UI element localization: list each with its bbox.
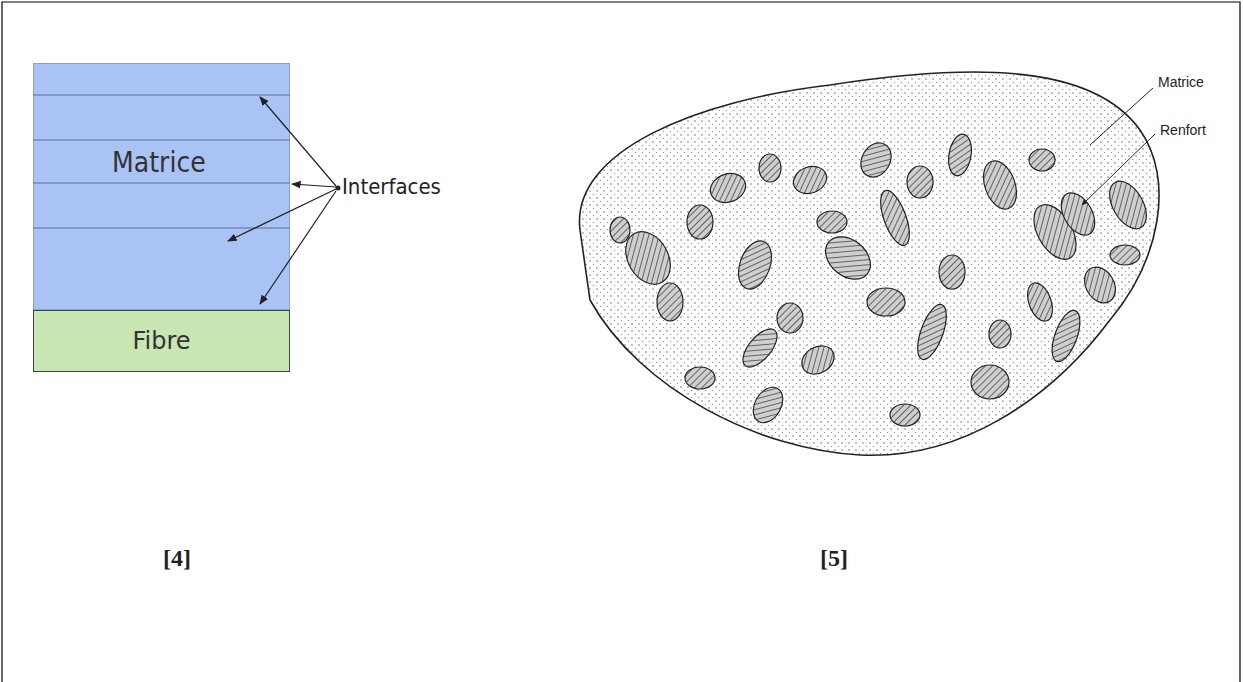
reinforcement-particle bbox=[1078, 262, 1121, 309]
reinforcement-particle bbox=[777, 303, 803, 333]
layer-label: Fibre bbox=[132, 327, 190, 355]
leader-dot bbox=[336, 186, 341, 191]
reinforcement-particle bbox=[1054, 187, 1101, 241]
reinforcement-particle bbox=[797, 340, 839, 380]
interface-line bbox=[33, 139, 290, 140]
reinforcement-leader bbox=[1082, 134, 1155, 205]
composite-outline bbox=[579, 72, 1159, 455]
reference-number: [4] bbox=[163, 545, 191, 572]
reinforcement-particle bbox=[907, 166, 933, 198]
reinforcement-particle bbox=[875, 187, 916, 249]
reinforcement-particle bbox=[817, 211, 847, 233]
reinforcement-particle bbox=[946, 132, 975, 177]
reinforcement-particle bbox=[977, 156, 1022, 213]
interface-lines bbox=[33, 63, 290, 310]
reinforcement-particle bbox=[971, 365, 1009, 399]
reinforcement-particle bbox=[759, 154, 781, 182]
reinforcement-particle bbox=[1046, 307, 1085, 365]
reinforcement-particle bbox=[685, 367, 715, 389]
interface-arrow bbox=[260, 97, 336, 186]
reinforcement-label: Renfort bbox=[1160, 122, 1206, 138]
layer-label: Matrice bbox=[112, 146, 206, 179]
reinforcement-particle bbox=[912, 301, 953, 363]
matrix-layers: Matrice bbox=[33, 63, 290, 310]
reference-number: [5] bbox=[820, 545, 848, 572]
reinforcement-particle bbox=[867, 288, 905, 316]
interfaces-label: Interfaces bbox=[342, 174, 441, 199]
matrix-label: Matrice bbox=[1158, 74, 1204, 90]
reinforcement-particle bbox=[790, 162, 831, 198]
reinforcement-particle bbox=[1029, 149, 1055, 171]
interface-line bbox=[33, 182, 290, 183]
reinforcement-particle bbox=[747, 382, 789, 428]
leader-lines bbox=[228, 88, 1155, 304]
reinforcement-particle bbox=[610, 217, 630, 243]
reinforcement-particle bbox=[732, 236, 777, 293]
reinforcement-particle bbox=[989, 320, 1011, 348]
fiber-layer: Fibre bbox=[33, 310, 290, 372]
interface-arrow bbox=[292, 184, 336, 187]
interface-arrow bbox=[260, 191, 336, 304]
matrix-leader bbox=[1090, 88, 1153, 145]
reinforcement-particles bbox=[610, 132, 1154, 428]
reinforcement-particle bbox=[1023, 279, 1057, 324]
interface-line bbox=[33, 94, 290, 95]
reinforcement-particle bbox=[817, 228, 878, 288]
reinforcement-particle bbox=[737, 323, 783, 372]
reinforcement-particle bbox=[1102, 175, 1154, 235]
reinforcement-particle bbox=[939, 255, 965, 289]
reinforcement-particle bbox=[890, 404, 920, 426]
reinforcement-particle bbox=[706, 169, 749, 208]
reinforcement-particle bbox=[687, 205, 713, 239]
reinforcement-particle bbox=[855, 137, 897, 182]
reinforcement-particle bbox=[1110, 245, 1140, 265]
reinforcement-particle bbox=[657, 283, 683, 321]
interface-line bbox=[33, 227, 290, 228]
